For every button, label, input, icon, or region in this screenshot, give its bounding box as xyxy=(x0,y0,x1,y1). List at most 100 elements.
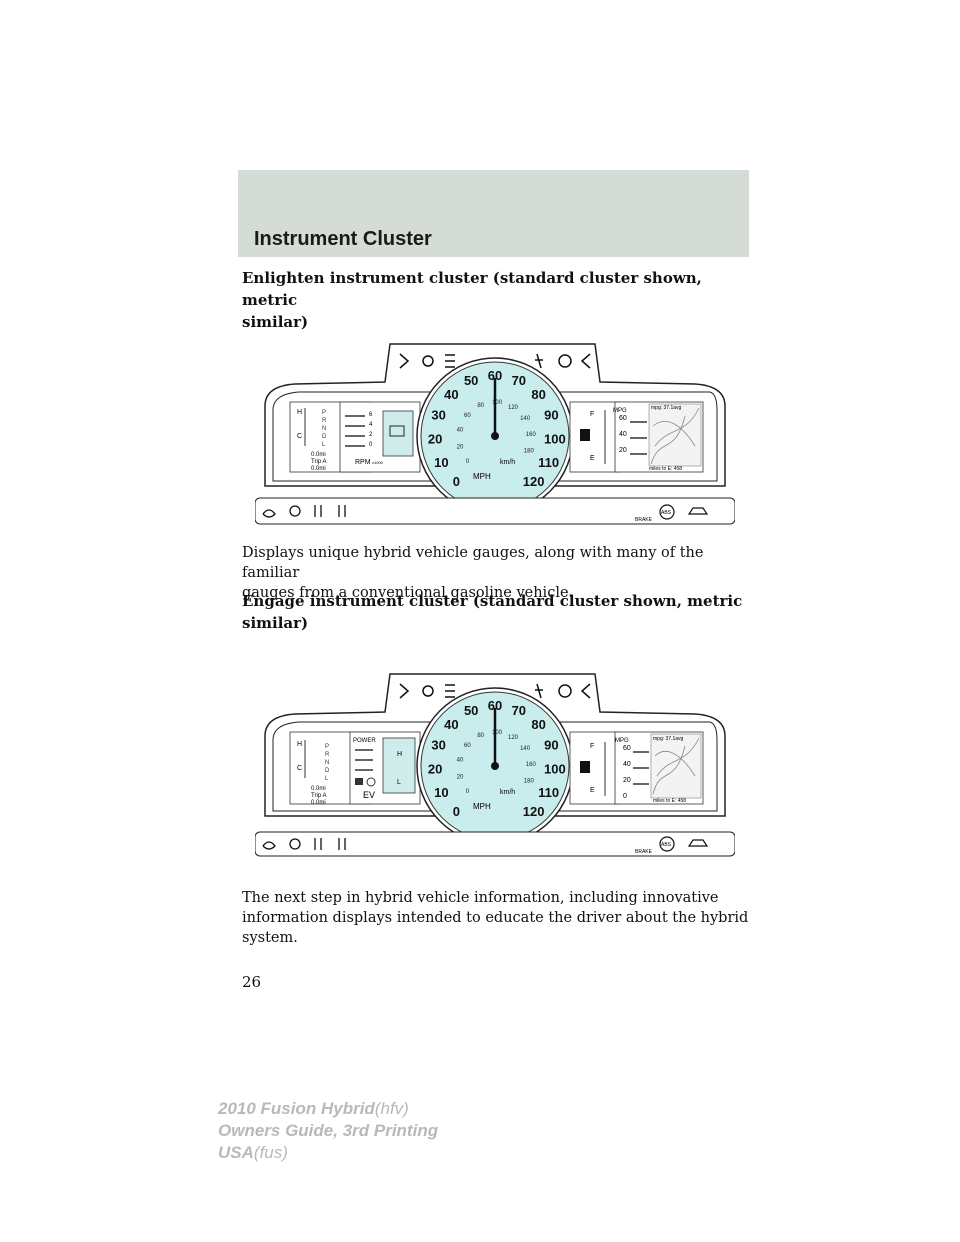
security-car-icon xyxy=(687,507,709,515)
kmh-unit-label: km/h xyxy=(500,789,515,796)
tire-pressure-icon xyxy=(289,505,301,517)
mph-tick-label: 10 xyxy=(434,785,448,800)
kmh-tick-label: 160 xyxy=(526,762,537,768)
engage-description-line1: The next step in hybrid vehicle informat… xyxy=(242,890,719,906)
fuel-panel xyxy=(569,731,621,805)
mpg-tick: 60 xyxy=(623,745,631,752)
top-telltale-icons xyxy=(399,353,591,369)
engage-heading-line1: Engage instrument cluster (standard clus… xyxy=(242,592,743,610)
kmh-tick-label: 40 xyxy=(457,428,464,434)
mph-tick-label: 120 xyxy=(523,474,545,489)
vine-graphic xyxy=(650,407,700,465)
headlamp-icon xyxy=(445,684,455,698)
temp-hot-label: H xyxy=(297,741,302,748)
engage-description-line3: system. xyxy=(242,930,298,946)
abs-warning-icon xyxy=(659,836,675,852)
rpm-tick: 4 xyxy=(369,422,373,428)
engine-small-icon xyxy=(366,777,376,787)
mpg-label: MPG xyxy=(613,408,627,414)
enlighten-heading: Enlighten instrument cluster (standard c… xyxy=(242,267,762,333)
abs-warning-icon xyxy=(659,504,675,520)
warning-strip xyxy=(255,497,735,525)
gear-n: N xyxy=(322,426,326,432)
page-number: 26 xyxy=(242,973,262,991)
temp-cold-label: C xyxy=(297,765,302,772)
fuel-pump-icon xyxy=(580,429,590,441)
trip-value: 0.0mi xyxy=(311,800,326,806)
kmh-tick-label: 0 xyxy=(466,459,470,465)
trip-value: 0.0mi xyxy=(311,466,326,472)
miles-to-empty-readout: miles to E: 458 xyxy=(649,466,682,472)
engage-description-line2: information displays intended to educate… xyxy=(242,910,749,926)
rpm-bars xyxy=(345,415,365,447)
kmh-tick-label: 60 xyxy=(464,743,471,749)
footer-model-code: (hfv) xyxy=(374,1099,409,1118)
battery-panel xyxy=(382,410,414,457)
odometer-value: 0.0mi xyxy=(311,452,326,458)
mph-tick-label: 40 xyxy=(444,717,458,732)
trip-label: Trip A xyxy=(311,459,326,465)
mph-tick-label: 70 xyxy=(512,703,526,718)
mph-tick-label: 0 xyxy=(453,804,460,819)
gear-p: P xyxy=(325,744,329,750)
kmh-tick-label: 20 xyxy=(457,774,464,780)
mph-tick-label: 30 xyxy=(431,738,445,753)
traction-control-icon xyxy=(314,838,322,850)
mph-tick-label: 60 xyxy=(488,698,502,713)
low-beam-icon xyxy=(422,355,434,367)
mph-tick-label: 110 xyxy=(538,455,559,470)
seatbelt-icon xyxy=(535,353,543,369)
mpg-average-readout: mpg: 37.1avg xyxy=(653,736,684,742)
kmh-tick-label: 140 xyxy=(520,746,531,752)
power-bars xyxy=(355,749,373,771)
rpm-tick-labels: 6 4 2 0 xyxy=(369,412,373,448)
low-beam-icon xyxy=(422,685,434,697)
traction-control-icon xyxy=(314,505,322,517)
mph-tick-label: 20 xyxy=(428,762,442,777)
mph-tick-label: 100 xyxy=(544,762,566,777)
engage-cluster-svg: H C P R N D L 0.0mi Trip A 0.0mi POWER E… xyxy=(255,673,735,857)
kmh-tick-label: 140 xyxy=(520,416,531,422)
enlighten-description-line1: Displays unique hybrid vehicle gauges, a… xyxy=(242,545,704,581)
airbag-icon xyxy=(558,354,572,368)
gear-indicator: P R N D L xyxy=(322,410,327,448)
battery-small-icon xyxy=(355,778,363,785)
gear-d: D xyxy=(325,768,330,774)
mph-tick-label: 10 xyxy=(434,455,448,470)
gear-n: N xyxy=(325,760,329,766)
efficiency-leaves-graphic xyxy=(648,403,702,467)
gear-indicator: P R N D L xyxy=(325,744,330,782)
enlighten-description-line2: gauges from a conventional gasoline vehi… xyxy=(242,585,574,601)
seatbelt-icon xyxy=(535,683,543,699)
kmh-tick-label: 100 xyxy=(492,730,503,736)
mpg-tick: 0 xyxy=(623,793,627,800)
warning-strip xyxy=(255,831,735,857)
bottom-left-telltales xyxy=(262,505,346,518)
rpm-label: RPM xyxy=(355,459,371,466)
charge-high-label: H xyxy=(397,751,402,758)
mpg-average-readout: mpg: 37.1avg xyxy=(651,405,682,411)
trip-label: Trip A xyxy=(311,793,326,799)
mph-tick-label: 60 xyxy=(488,368,502,383)
kmh-tick-label: 120 xyxy=(508,405,519,411)
stability-icon xyxy=(338,838,346,850)
mph-tick-label: 100 xyxy=(544,432,566,447)
fuel-empty-label: E xyxy=(590,787,595,794)
mph-unit-label: MPH xyxy=(473,802,491,811)
footer-guide-edition: Owners Guide, 3rd Printing xyxy=(218,1121,439,1140)
fuel-pump-icon xyxy=(580,761,590,773)
top-telltale-icons xyxy=(399,683,591,699)
bottom-left-telltales xyxy=(262,838,346,850)
rpm-tick: 0 xyxy=(369,442,373,448)
mpg-tick-labels: 60 40 20 xyxy=(619,415,627,454)
left-turn-arrow-icon xyxy=(399,683,410,699)
right-turn-arrow-icon xyxy=(580,353,591,369)
kmh-tick-label: 40 xyxy=(457,758,464,764)
section-title: Instrument Cluster xyxy=(254,228,432,250)
fuel-empty-label: E xyxy=(590,455,595,462)
right-turn-arrow-icon xyxy=(580,683,591,699)
